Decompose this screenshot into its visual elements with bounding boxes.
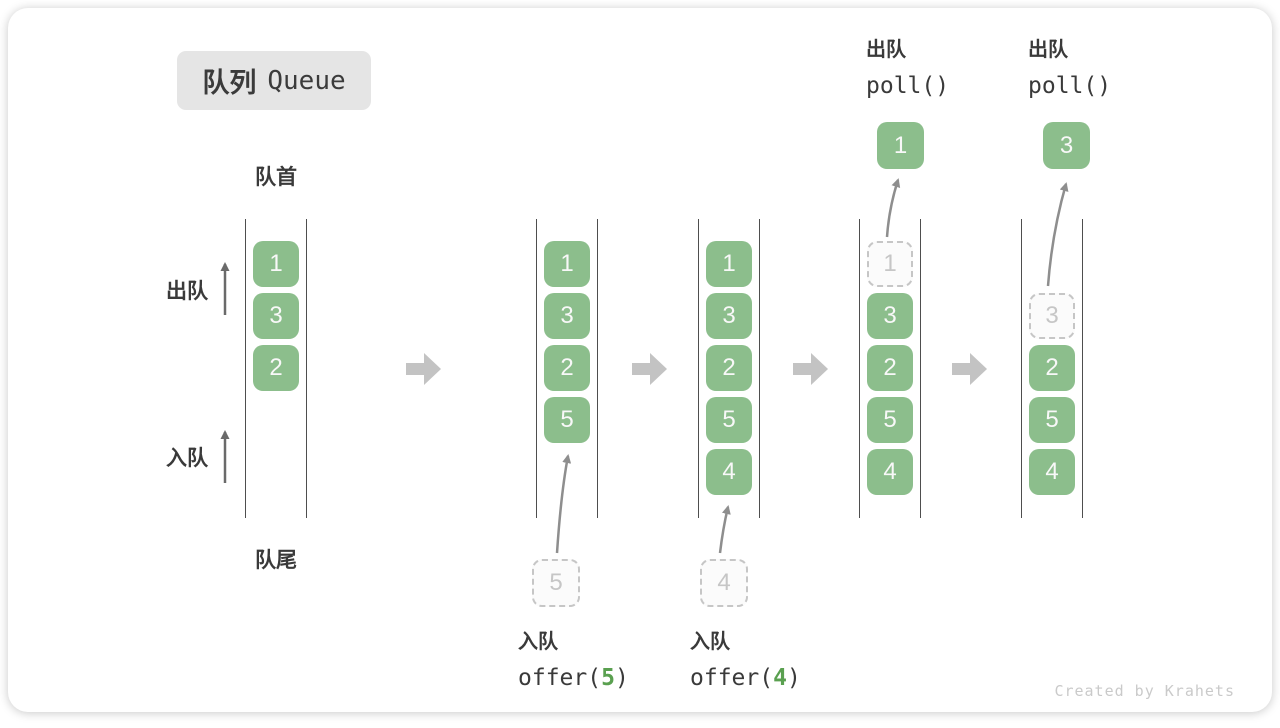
queue-state-4: 1 3 2 5 4 xyxy=(859,219,921,518)
arrows-layer xyxy=(220,178,1069,554)
queue-item: 2 xyxy=(544,345,590,391)
queue-item: 3 xyxy=(867,293,913,339)
op-dequeue-3-label: 出队 xyxy=(1028,39,1068,61)
queue-state-5: 3 2 5 4 xyxy=(1021,219,1083,518)
queue-item: 1 xyxy=(253,241,299,287)
title-badge: 队列 Queue xyxy=(177,51,371,110)
queue-item: 2 xyxy=(706,345,752,391)
op-enqueue-4-code: offer(4) xyxy=(690,660,801,696)
pending-item-5: 5 xyxy=(532,559,580,607)
queue-item: 2 xyxy=(1029,345,1075,391)
op-enqueue-5: 入队 offer(5) xyxy=(518,624,629,696)
transition-arrow-1 xyxy=(406,353,441,385)
queue-item: 4 xyxy=(867,449,913,495)
queue-item: 5 xyxy=(544,397,590,443)
op-dequeue-3: 出队 poll() xyxy=(1028,32,1111,104)
label-queue-front: 队首 xyxy=(255,166,297,189)
op-enqueue-4-label: 入队 xyxy=(690,631,730,653)
queue-item: 5 xyxy=(1029,397,1075,443)
queue-item: 2 xyxy=(867,345,913,391)
pending-item-4: 4 xyxy=(700,559,748,607)
transition-arrow-3 xyxy=(793,353,828,385)
code-post: ) xyxy=(786,665,801,691)
code-arg: 4 xyxy=(773,665,787,691)
code-pre: offer( xyxy=(518,665,602,691)
figure-card: 队列 Queue 队首 队尾 出队 入队 1 3 2 xyxy=(8,8,1272,712)
code-arg: 5 xyxy=(601,665,615,691)
queue-item: 5 xyxy=(867,397,913,443)
queue-item: 3 xyxy=(706,293,752,339)
queue-item: 1 xyxy=(706,241,752,287)
title-en: Queue xyxy=(267,65,346,96)
ghost-item-1: 1 xyxy=(867,241,913,287)
op-enqueue-5-label: 入队 xyxy=(518,631,558,653)
queue-item: 5 xyxy=(706,397,752,443)
popped-item-1: 1 xyxy=(877,122,924,169)
code-pre: offer( xyxy=(690,665,774,691)
transition-arrow-4 xyxy=(952,353,987,385)
queue-item: 3 xyxy=(544,293,590,339)
ghost-item-3: 3 xyxy=(1029,293,1075,339)
queue-state-1: 1 3 2 xyxy=(245,219,307,518)
queue-item: 4 xyxy=(706,449,752,495)
label-enqueue-side: 入队 xyxy=(166,447,208,470)
code-post: ) xyxy=(614,665,629,691)
transition-arrow-2 xyxy=(632,353,667,385)
queue-item: 3 xyxy=(253,293,299,339)
op-dequeue-1-code: poll() xyxy=(866,73,950,99)
queue-item: 1 xyxy=(544,241,590,287)
op-dequeue-3-code: poll() xyxy=(1028,73,1112,99)
op-enqueue-4: 入队 offer(4) xyxy=(690,624,801,696)
queue-item: 4 xyxy=(1029,449,1075,495)
op-enqueue-5-code: offer(5) xyxy=(518,660,629,696)
label-queue-rear: 队尾 xyxy=(255,549,297,572)
queue-state-3: 1 3 2 5 4 xyxy=(698,219,760,518)
title-zh: 队列 xyxy=(202,68,257,98)
op-dequeue-1-label: 出队 xyxy=(866,39,906,61)
watermark: Created by Krahets xyxy=(1054,682,1235,700)
popped-item-3: 3 xyxy=(1043,122,1090,169)
op-dequeue-1: 出队 poll() xyxy=(866,32,949,104)
label-dequeue-side: 出队 xyxy=(166,280,208,303)
queue-item: 2 xyxy=(253,345,299,391)
queue-state-2: 1 3 2 5 xyxy=(536,219,598,518)
